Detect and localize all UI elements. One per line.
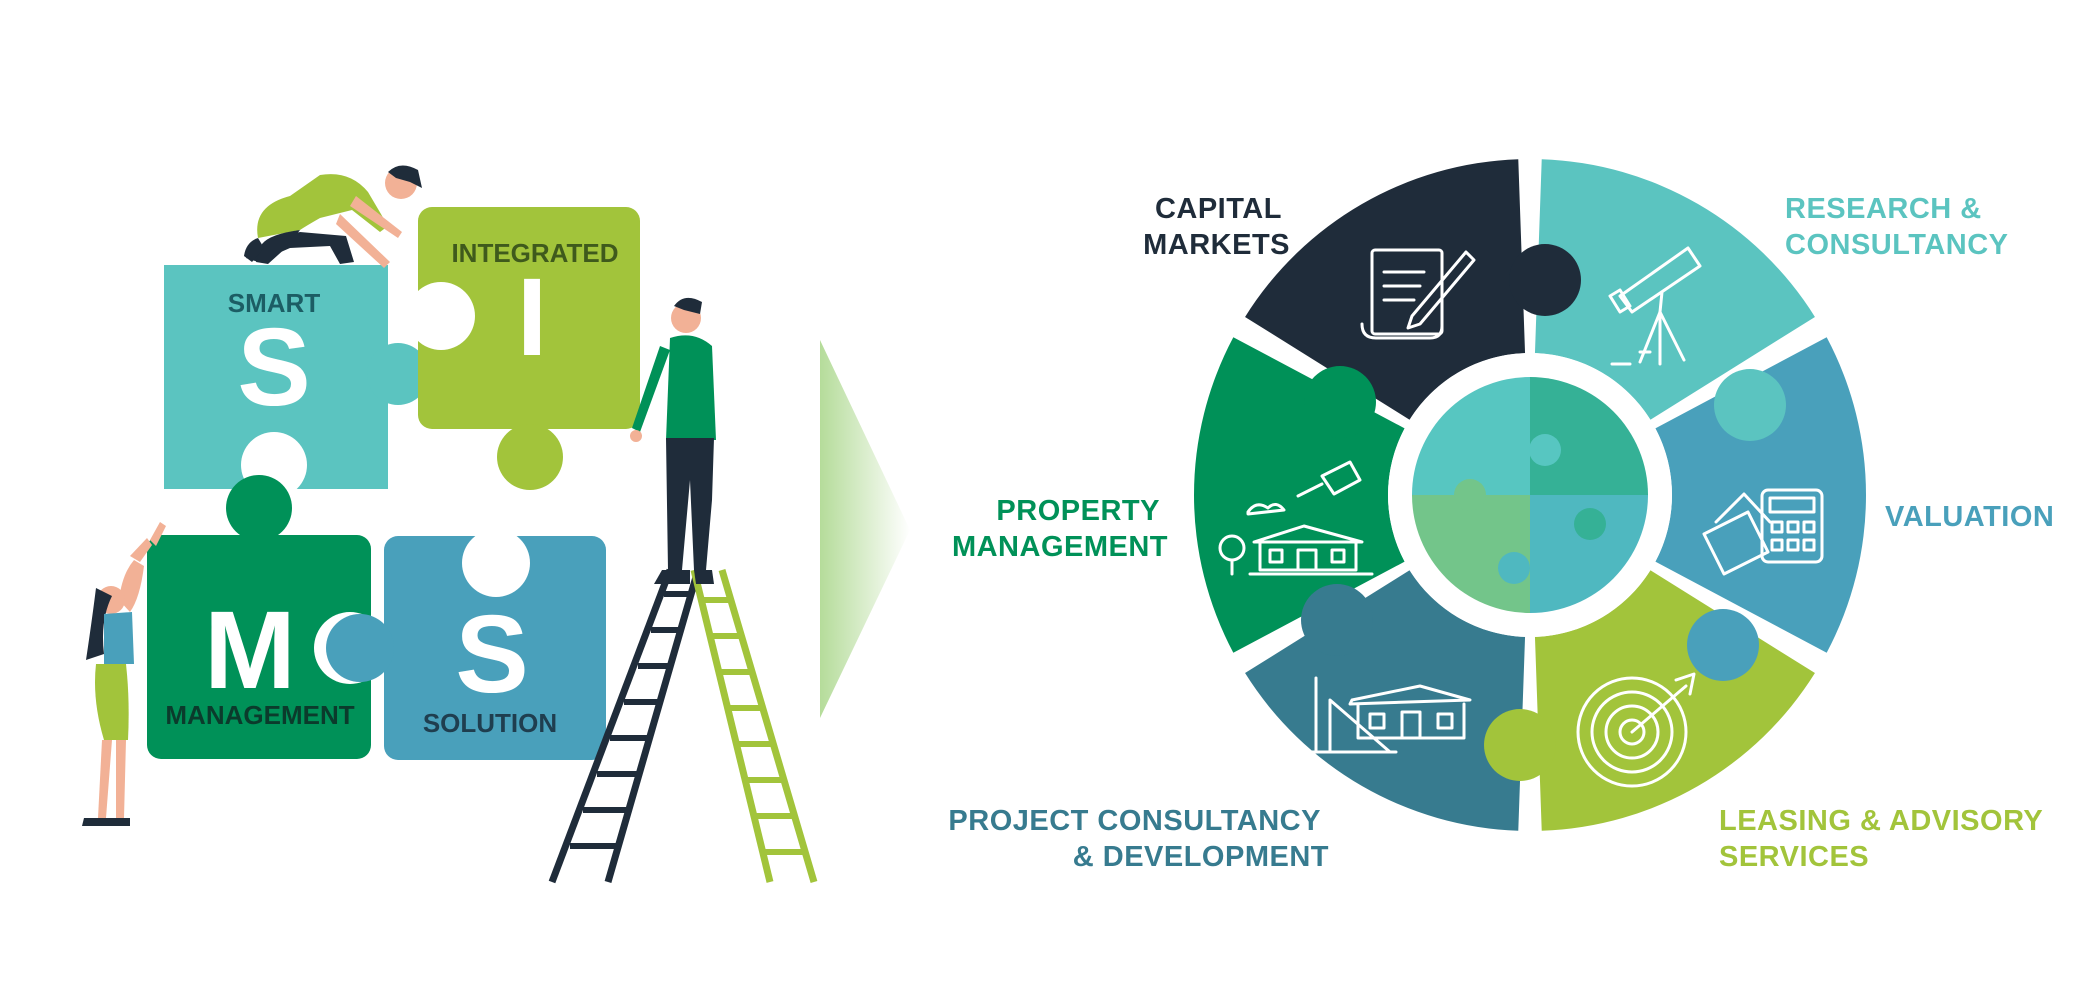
knob-capital [1509, 244, 1581, 316]
piece-word-management: MANAGEMENT [165, 700, 354, 730]
label-research-consultancy: RESEARCH & CONSULTANCY [1785, 193, 2009, 261]
label-project-consultancy: PROJECT CONSULTANCY & DEVELOPMENT [948, 805, 1329, 873]
person-woman-illustration [82, 522, 166, 826]
calculator-cards-icon [1702, 488, 1824, 576]
puzzle-illustration: SMART S INTEGRATED I M MANAGEMENT S SOLU… [82, 165, 818, 884]
wheel-segment-research-consultancy [1534, 159, 1815, 420]
flow-arrow-icon [820, 340, 910, 718]
piece-letter-smart: S [237, 306, 310, 429]
piece-word-smart: SMART [228, 288, 321, 318]
label-leasing-advisory: LEASING & ADVISORY SERVICES [1719, 805, 2051, 873]
piece-letter-management: M [204, 589, 296, 712]
knob-valuation [1687, 609, 1759, 681]
services-wheel: CAPITAL MARKETS RESEARCH & CONSULTANCY V… [948, 159, 2054, 873]
knob-project [1301, 584, 1373, 656]
document-pen-icon [1360, 248, 1476, 340]
center-puzzle [1412, 377, 1648, 613]
knob-leasing [1484, 709, 1556, 781]
piece-letter-solution: S [455, 593, 528, 716]
label-valuation: VALUATION [1885, 501, 2054, 533]
label-property-management: PROPERTY MANAGEMENT [952, 495, 1168, 563]
house-watering-icon [1218, 460, 1374, 576]
piece-letter-integrated: I [517, 256, 548, 379]
puzzle-piece-solution: S SOLUTION [326, 529, 606, 760]
knob-research [1714, 369, 1786, 441]
label-capital-markets: CAPITAL MARKETS [1143, 193, 1290, 261]
piece-word-integrated: INTEGRATED [451, 238, 618, 268]
target-arrow-icon [1576, 672, 1696, 788]
blueprint-house-icon [1298, 676, 1472, 754]
puzzle-piece-integrated: INTEGRATED I [407, 207, 640, 490]
piece-word-solution: SOLUTION [423, 708, 557, 738]
telescope-icon [1608, 246, 1702, 366]
wheel-segment-capital-markets [1245, 159, 1526, 420]
person-kneeling-illustration [244, 165, 422, 268]
person-standing-illustration [630, 297, 716, 584]
ladder-illustration [548, 568, 818, 884]
wheel-labels: CAPITAL MARKETS RESEARCH & CONSULTANCY V… [948, 193, 2054, 873]
puzzle-piece-smart: SMART S [164, 265, 429, 498]
knob-property [1304, 366, 1376, 438]
